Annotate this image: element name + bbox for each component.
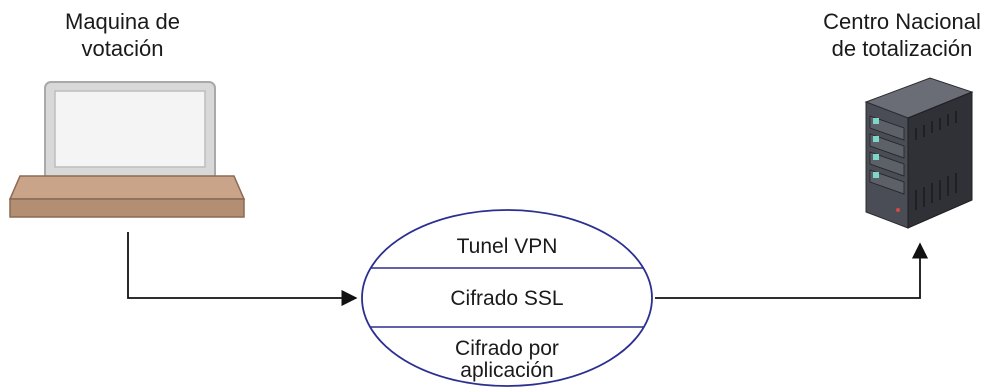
voting-machine-label: Maquina de votación [30,8,215,62]
layer-app-encryption-line1: Cifrado por [455,337,559,360]
national-center-label-line2: de totalización [831,36,973,61]
voting-machine-label-line1: Maquina de [65,9,180,34]
voting-machine-label-line2: votación [81,36,164,61]
server-rack-icon [864,77,974,229]
laptop-base-top [8,175,246,200]
server-vents [915,111,957,210]
connector-layers-to-center [655,242,929,299]
national-center-label-line1: Centro Nacional [823,9,981,34]
ellipse-outline [361,209,653,387]
server-lights [873,118,879,178]
laptop-icon [8,81,246,218]
connector-machine-to-layers [127,232,358,307]
server-power-led [896,208,900,212]
layer-vpn-tunnel: Tunel VPN [457,235,558,258]
laptop-base-front [9,198,245,218]
national-center-label: Centro Nacional de totalización [802,8,1002,62]
security-layers-ellipse: Tunel VPN Cifrado SSL Cifrado por aplica… [361,209,653,387]
layer-ssl-encryption: Cifrado SSL [450,287,563,310]
laptop-screen [54,90,206,168]
layer-app-encryption-line2: aplicación [460,359,553,382]
